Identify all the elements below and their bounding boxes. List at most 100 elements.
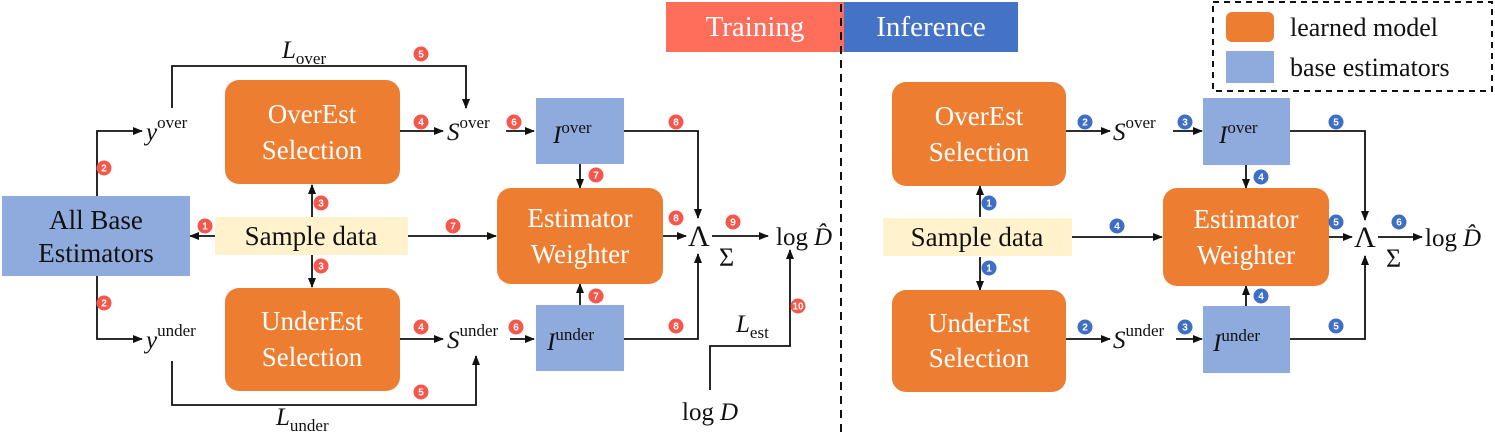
training-badge-number-16: 8 [673, 322, 679, 333]
training-badge-circle-13 [445, 218, 461, 234]
inf-i-under-box [1203, 306, 1290, 373]
weighter-line2: Weighter [531, 239, 629, 269]
inference-badge-number-6: 4 [1258, 173, 1264, 184]
training-badge-circle-8 [413, 384, 429, 400]
sigma-symbol: Σ [719, 243, 734, 272]
training-badge-circle-12 [588, 288, 604, 304]
training-badge-number-17: 9 [730, 218, 736, 229]
i-over-box [536, 98, 624, 164]
training-badge-circle-2 [96, 295, 112, 311]
training-badge-number-4: 3 [318, 262, 324, 273]
i-over-label: Iover [552, 118, 592, 149]
inference-badge-circle-8 [1253, 288, 1269, 304]
inf-sigma-symbol: Σ [1386, 244, 1401, 273]
training-badge-circle-11 [588, 167, 604, 183]
inf-underest-selection-box [892, 290, 1066, 392]
inference-badge-circle-11 [1328, 318, 1344, 334]
inf-overest-selection-box [892, 82, 1066, 186]
all-base-estimators-line1: All Base [49, 205, 143, 235]
training-badge-number-14: 8 [673, 118, 679, 129]
underest-selection-box [225, 288, 400, 391]
inference-badge-number-7: 4 [1114, 222, 1120, 233]
inference-badge-number-2: 2 [1082, 118, 1088, 129]
training-badge-number-2: 2 [101, 299, 107, 310]
training-badge-number-15: 8 [673, 214, 679, 225]
training-tag [666, 2, 844, 52]
inference-tag-label: Inference [876, 11, 985, 43]
training-badge-circle-17 [725, 214, 741, 230]
training-badge-number-1: 2 [101, 164, 107, 175]
inference-badge-circle-7 [1109, 218, 1125, 234]
training-badge-circle-16 [668, 318, 684, 334]
legend-swatch-learned [1226, 12, 1274, 42]
y-over-label: yover [143, 113, 188, 146]
inf-underest-line2: Selection [929, 343, 1030, 373]
inf-i-over-label: Iover [1218, 118, 1258, 149]
inference-badge-circle-6 [1253, 169, 1269, 185]
s-under-label: Sunder [447, 321, 499, 354]
training-badge-circle-15 [668, 210, 684, 226]
training-badge-circle-10 [508, 319, 524, 335]
i-under-label: Iunder [546, 325, 594, 356]
training-badge-number-12: 7 [593, 292, 599, 303]
training-badge-number-3: 3 [318, 199, 324, 210]
inf-s-under-label: Sunder [1113, 321, 1165, 354]
legend-base-label: base estimators [1290, 53, 1450, 82]
inference-badge-circle-3 [1077, 319, 1093, 335]
inf-sample-data-box [883, 218, 1072, 256]
underest-line1: UnderEst [261, 306, 363, 336]
sample-data-label: Sample data [245, 221, 378, 251]
training-tag-label: Training [706, 11, 805, 43]
inference-badge-number-3: 2 [1082, 323, 1088, 334]
training-badge-number-18: 10 [792, 302, 804, 313]
lambda-symbol: Λ [688, 220, 710, 253]
inf-i-under-label: Iunder [1212, 326, 1260, 357]
training-badge-number-8: 5 [418, 388, 424, 399]
training-badge-number-6: 4 [418, 323, 424, 334]
legend-swatch-base [1226, 51, 1274, 83]
all-base-estimators-line2: Estimators [38, 238, 154, 268]
inference-badge-number-0: 1 [986, 199, 992, 210]
estimator-weighter-box [497, 188, 663, 284]
inference-tag [844, 2, 1018, 52]
training-badge-circle-5 [413, 114, 429, 130]
training-badge-circle-6 [413, 319, 429, 335]
l-over-label: Lover [281, 37, 326, 68]
training-badge-circle-3 [313, 195, 329, 211]
inference-badge-number-12: 6 [1396, 218, 1402, 229]
training-badge-circle-18 [790, 298, 806, 314]
overest-line2: Selection [262, 135, 363, 165]
inference-badge-circle-0 [981, 195, 997, 211]
i-under-box [536, 305, 624, 371]
training-badge-number-10: 6 [513, 323, 519, 334]
all-base-estimators-box [2, 196, 190, 276]
inference-badge-number-9: 5 [1333, 118, 1339, 129]
inf-overest-line2: Selection [929, 137, 1030, 167]
training-badge-number-5: 4 [418, 118, 424, 129]
overest-selection-box [225, 80, 400, 184]
inference-badge-circle-2 [1077, 114, 1093, 130]
inf-weighter-line2: Weighter [1197, 240, 1295, 270]
inf-underest-line1: UnderEst [928, 308, 1030, 338]
inference-badge-circle-4 [1177, 114, 1193, 130]
inf-weighter-line1: Estimator [1194, 204, 1299, 234]
training-badge-number-9: 6 [511, 118, 517, 129]
inference-badge-circle-9 [1328, 114, 1344, 130]
training-badge-circle-1 [96, 160, 112, 176]
inference-badge-circle-5 [1177, 319, 1193, 335]
inference-badge-circle-10 [1328, 214, 1344, 230]
training-badge-circle-0 [197, 218, 213, 234]
inference-badge-number-5: 3 [1182, 323, 1188, 334]
training-badge-circle-4 [313, 258, 329, 274]
training-badge-number-0: 1 [202, 222, 208, 233]
training-badge-circle-9 [506, 114, 522, 130]
l-est-label: Lest [735, 311, 769, 342]
inf-sample-data-label: Sample data [911, 222, 1044, 252]
overest-line1: OverEst [268, 99, 357, 129]
